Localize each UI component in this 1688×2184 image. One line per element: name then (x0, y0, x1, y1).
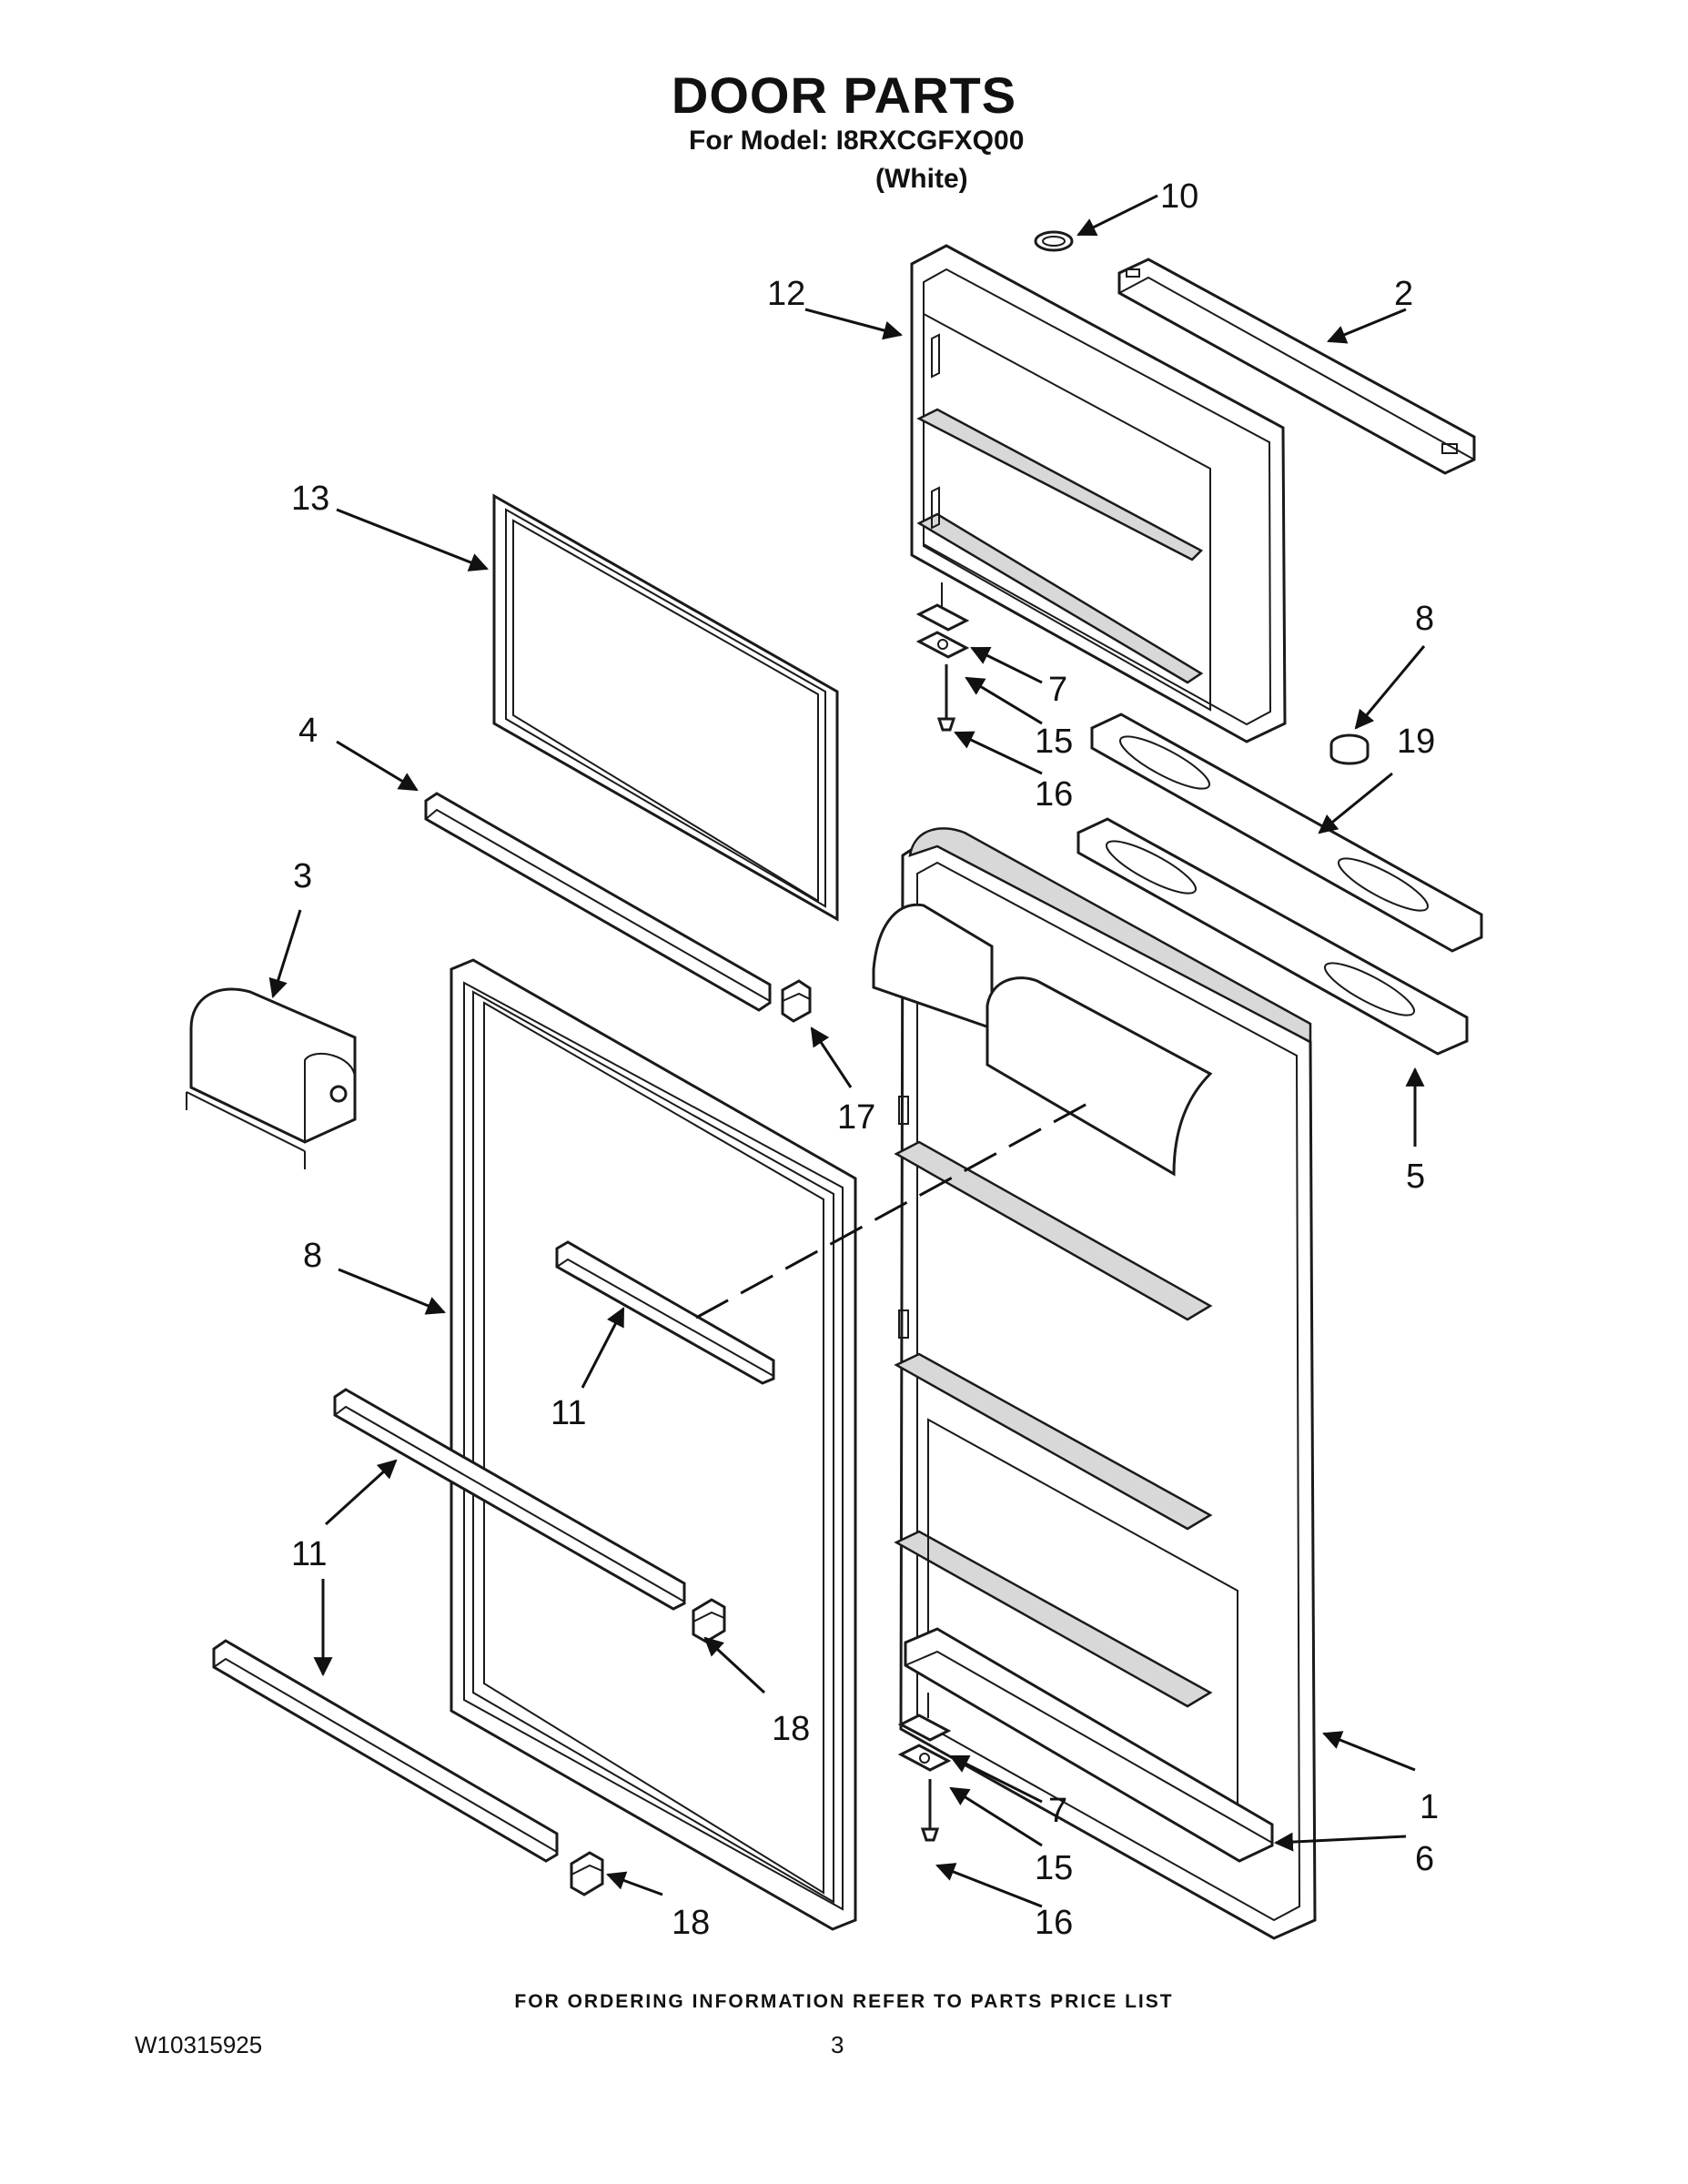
callout-16-upper: 16 (1035, 775, 1073, 814)
part-5-handle-trim (1076, 817, 1469, 1056)
model-line: For Model: I8RXCGFXQ00 (689, 126, 1025, 156)
callout-16-lower: 16 (1035, 1904, 1073, 1942)
callout-7-upper: 7 (1048, 671, 1067, 709)
callout-18-upper: 18 (772, 1710, 810, 1748)
callout-1: 1 (1420, 1788, 1439, 1826)
part-17-clip (781, 979, 812, 1023)
model-variant: (White) (875, 164, 968, 194)
exploded-view-dash (695, 1099, 1093, 1320)
ordering-note: FOR ORDERING INFORMATION REFER TO PARTS … (514, 1991, 1174, 2012)
part-6-bottom-trim (904, 1627, 1274, 1863)
callout-5: 5 (1406, 1158, 1425, 1196)
part-11-door-shelf-bar (555, 1240, 775, 1385)
page-number: 3 (831, 2031, 844, 2058)
callout-2: 2 (1394, 275, 1413, 313)
part-13-freezer-door-liner (910, 244, 1287, 743)
callout-18-lower: 18 (672, 1904, 710, 1942)
part-18-clip-upper (692, 1598, 726, 1643)
callout-15-lower: 15 (1035, 1849, 1073, 1887)
part-10-ring (1034, 230, 1074, 252)
document-number: W10315925 (135, 2031, 263, 2058)
callout-4: 4 (298, 712, 318, 750)
part-3-dairy-door (186, 987, 357, 1169)
hinge-assembly-lower (897, 1693, 952, 1842)
part-9-fresh-food-gasket (450, 958, 857, 1931)
callout-9: 8 (303, 1237, 322, 1275)
part-12-door-bar-lower (212, 1639, 559, 1863)
callout-17: 17 (837, 1098, 875, 1137)
callout-15-upper: 15 (1035, 723, 1073, 761)
page-title: DOOR PARTS (671, 66, 1017, 124)
leader-lines (268, 194, 1426, 1908)
callout-19: 19 (1397, 723, 1435, 761)
part-4-freezer-bar (424, 792, 772, 1012)
part-1-fresh-food-door-liner (872, 827, 1317, 1940)
callout-11: 11 (551, 1394, 586, 1432)
part-19-handle-trim (1090, 713, 1483, 953)
callout-labels: 10 2 12 13 7 15 16 8 19 4 5 3 17 8 11 11… (291, 177, 1439, 1942)
part-2-top-trim (1117, 258, 1476, 475)
callout-10: 10 (1160, 177, 1198, 216)
callout-13: 12 (767, 275, 805, 313)
part-8-plug (1329, 733, 1370, 765)
part-12-door-bar-upper (333, 1388, 686, 1611)
callout-12: 11 (291, 1535, 327, 1573)
callout-3: 3 (293, 857, 312, 895)
callout-14: 13 (291, 480, 329, 518)
callout-7-lower: 7 (1048, 1792, 1067, 1830)
callout-6: 6 (1415, 1840, 1434, 1878)
hinge-assembly-upper (915, 582, 970, 732)
part-14-freezer-gasket (492, 493, 839, 922)
callout-8: 8 (1415, 600, 1434, 638)
part-18-clip-lower (570, 1851, 604, 1896)
